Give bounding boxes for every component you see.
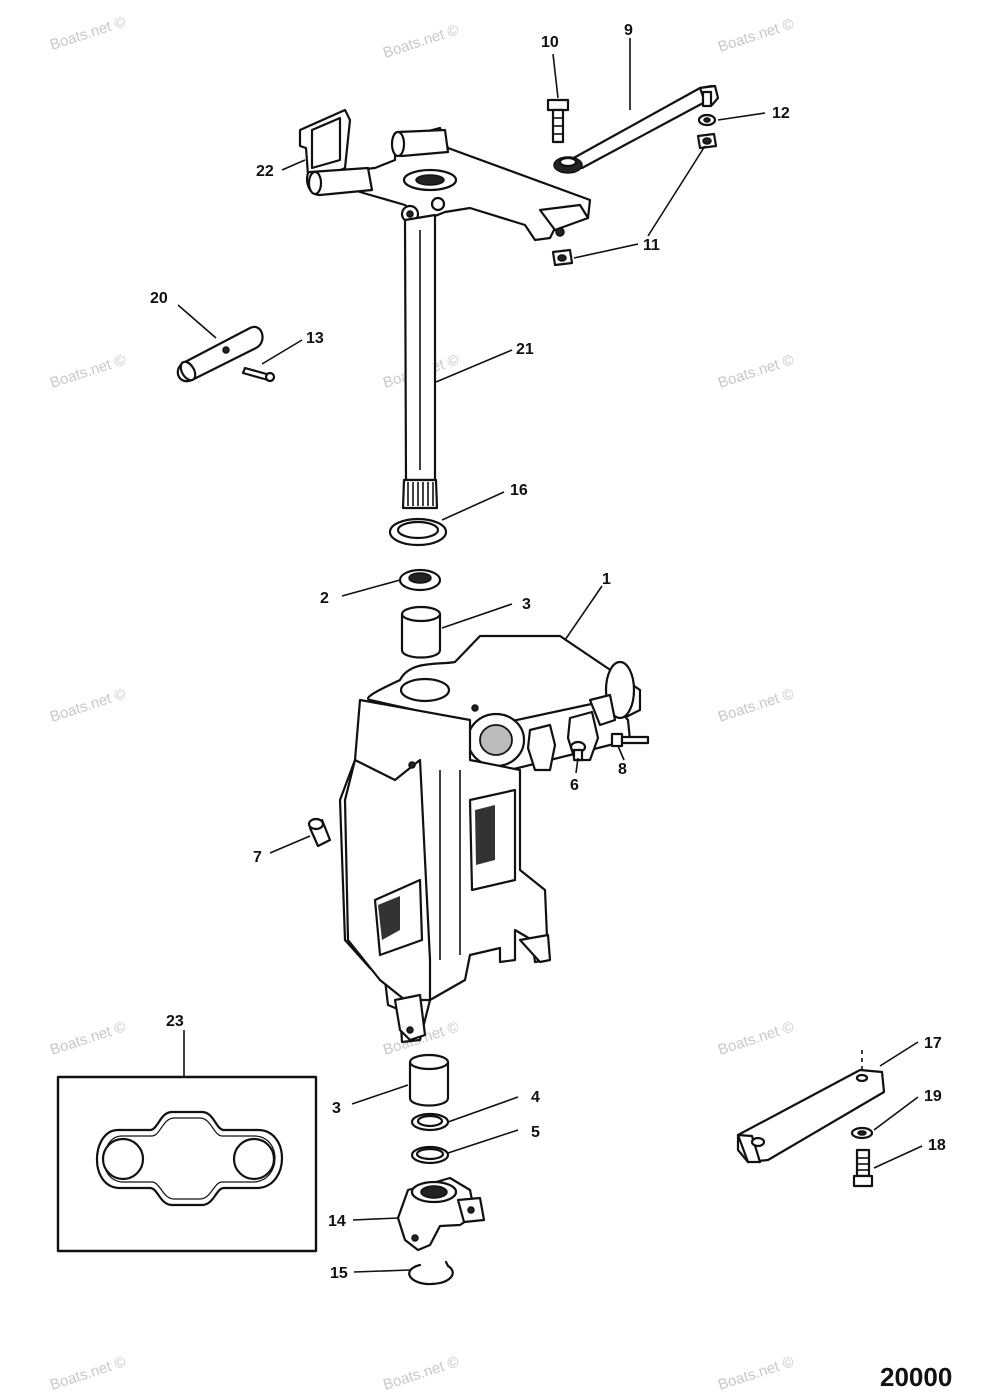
watermark: Boats.net © [716, 15, 796, 55]
callout-12: 12 [772, 105, 790, 122]
callout-5: 5 [531, 1124, 540, 1141]
part-2-seal [398, 568, 442, 592]
part-3-bushing-lower [408, 1053, 450, 1107]
callout-19: 19 [924, 1088, 942, 1105]
watermark: Boats.net © [716, 685, 796, 725]
part-7-plug [307, 817, 332, 848]
figure-number: 20000 [880, 1362, 952, 1392]
part-14-yoke [396, 1176, 486, 1252]
part-13-cotter-pin [241, 366, 276, 383]
callout-6: 6 [570, 777, 579, 794]
part-12-washer [697, 113, 717, 127]
watermark: Boats.net © [716, 1018, 796, 1058]
part-23-gasket-box [56, 1075, 318, 1253]
shaft-spline [407, 482, 434, 506]
callout-8: 8 [618, 761, 627, 778]
callout-14: 14 [328, 1213, 346, 1230]
callout-16: 16 [510, 482, 528, 499]
callout-18: 18 [928, 1137, 946, 1154]
part-5-o-ring [410, 1145, 450, 1165]
part-1-swivel-bracket [338, 634, 642, 1044]
part-20-pin [176, 325, 264, 383]
part-16-washer [388, 517, 448, 547]
watermark: Boats.net © [381, 21, 461, 61]
watermark: Boats.net © [48, 13, 128, 53]
callout-10: 10 [541, 34, 559, 51]
watermark: Boats.net © [48, 351, 128, 391]
part-11-nut-lower [551, 248, 574, 267]
part-21-steering-arm [305, 126, 592, 510]
callout-22: 22 [256, 163, 274, 180]
callout-labels: 10 9 12 11 22 20 13 21 16 2 3 1 6 8 7 23… [150, 22, 946, 1282]
watermark: Boats.net © [716, 351, 796, 391]
part-3-bushing-upper [400, 605, 442, 659]
callout-7: 7 [253, 849, 262, 866]
part-22-clip [298, 108, 352, 177]
part-18-bolt [852, 1148, 874, 1188]
watermark: Boats.net © [48, 1018, 128, 1058]
callout-23: 23 [166, 1013, 184, 1030]
callout-11: 11 [643, 237, 660, 254]
watermark: Boats.net © [381, 1353, 461, 1393]
callout-9: 9 [624, 22, 633, 39]
callout-21: 21 [516, 341, 534, 358]
callout-1: 1 [602, 571, 611, 588]
part-6-screw [569, 740, 587, 762]
callout-17: 17 [924, 1035, 942, 1052]
callout-20: 20 [150, 290, 168, 307]
part-15-snap-ring [408, 1260, 454, 1286]
part-9-link-rod [553, 84, 720, 174]
part-4-washer [410, 1112, 450, 1132]
watermark: Boats.net © [48, 1353, 128, 1393]
callout-2: 2 [320, 590, 329, 607]
leader-lines [177, 38, 923, 1273]
part-19-washer [850, 1126, 874, 1140]
callout-3-lower: 3 [332, 1100, 341, 1117]
watermark: Boats.net © [48, 685, 128, 725]
watermark: Boats.net © [716, 1353, 796, 1393]
callout-4: 4 [531, 1089, 540, 1106]
callout-3-upper: 3 [522, 596, 531, 613]
part-11-nut-upper [696, 132, 718, 150]
callout-13: 13 [306, 330, 324, 347]
callout-15: 15 [330, 1265, 348, 1282]
part-8-bolt [610, 732, 650, 748]
part-10-bolt [546, 98, 570, 144]
part-17-plate [736, 1050, 886, 1164]
